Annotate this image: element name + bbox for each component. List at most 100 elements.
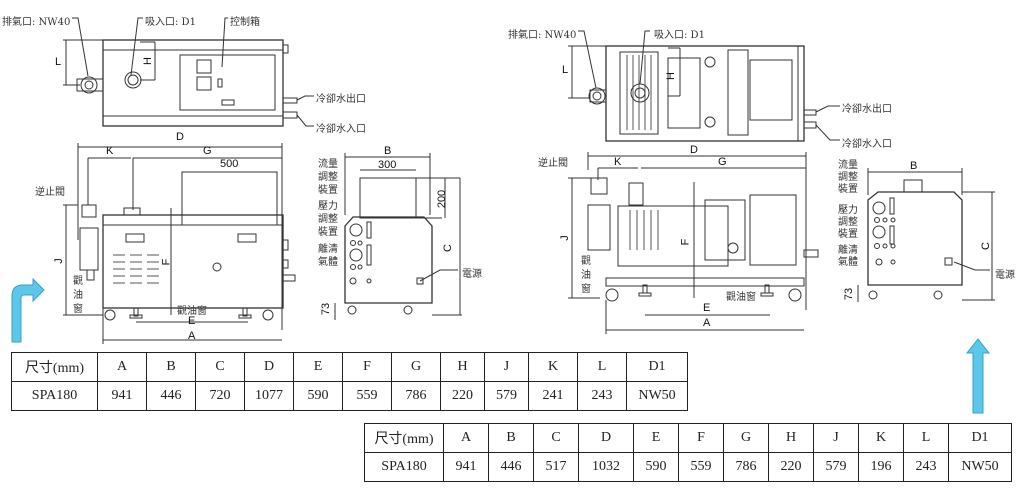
table-cell: 1032	[578, 452, 634, 482]
dim-C: C	[441, 244, 454, 252]
table-cell: D	[578, 423, 634, 453]
table-cell: G	[723, 423, 769, 453]
table-cell: 786	[391, 381, 441, 411]
table-cell: 446	[146, 381, 196, 411]
table-cell: NW50	[948, 452, 1012, 482]
dim-73: 73	[843, 287, 856, 301]
check-valve-label: 逆止閥	[538, 158, 568, 169]
table-cell: 720	[195, 381, 245, 411]
table-cell: 446	[488, 452, 534, 482]
dim-F: F	[679, 238, 692, 246]
table-cell: L	[903, 423, 949, 453]
dim-73: 73	[320, 302, 333, 316]
cooling-water-out-label: 冷卻水出口	[842, 104, 892, 115]
dim-J: J	[558, 235, 571, 241]
table-cell: K	[528, 352, 578, 382]
dim-J: J	[52, 258, 65, 264]
dim-A: A	[703, 317, 711, 329]
dim-K: K	[106, 145, 114, 157]
purge-gas-label: 離清氣體	[318, 244, 338, 268]
pressure-adjust-label: 壓力調整裝置	[318, 201, 338, 238]
flow-adjust-label: 流量調整裝置	[838, 160, 858, 195]
table-cell: K	[858, 423, 904, 453]
table-cell: 220	[768, 452, 814, 482]
table-cell: NW50	[626, 381, 688, 411]
table-cell: 559	[678, 452, 724, 482]
right-front-view	[568, 152, 819, 334]
oil-window-bottom-label: 觀油窗	[726, 292, 756, 303]
dim-H: H	[141, 57, 154, 65]
flow-adjust-label: 流量調整裝置	[318, 159, 338, 196]
dim-500: 500	[220, 158, 239, 170]
table-cell: J	[484, 352, 529, 382]
dim-E: E	[188, 315, 196, 327]
table-cell: L	[577, 352, 627, 382]
table-cell: D1	[626, 352, 688, 382]
dim-B: B	[384, 145, 392, 157]
oil-window-side-label: 觀油窗	[73, 276, 83, 315]
dim-E: E	[703, 302, 711, 314]
table-cell: H	[440, 352, 485, 382]
dimension-table-1: 尺寸(mm) A B C D E F G H J K L D1 SPA180 9…	[11, 352, 688, 411]
left-side-view	[334, 153, 462, 320]
dim-L: L	[55, 56, 62, 68]
table-cell: E	[633, 423, 679, 453]
table-cell: J	[813, 423, 859, 453]
table-cell: SPA180	[11, 381, 98, 411]
table-cell: 517	[533, 452, 579, 482]
table-cell: SPA180	[364, 452, 444, 482]
table-cell: 243	[903, 452, 949, 482]
dim-F: F	[160, 258, 173, 266]
curved-arrow-icon	[11, 277, 45, 343]
left-top-view	[63, 17, 314, 127]
table-cell: 尺寸(mm)	[11, 352, 98, 382]
table-cell: C	[195, 352, 245, 382]
table-cell: F	[678, 423, 724, 453]
table-cell: 941	[443, 452, 489, 482]
table-cell: 786	[723, 452, 769, 482]
table-cell: 590	[293, 381, 343, 411]
cooling-water-in-label: 冷卻水入口	[316, 124, 366, 135]
table-cell: 220	[440, 381, 485, 411]
table-cell: D1	[948, 423, 1012, 453]
table-cell: F	[342, 352, 392, 382]
purge-gas-label: 離清氣體	[838, 245, 858, 268]
dim-L: L	[562, 64, 569, 76]
table-cell: 1077	[244, 381, 294, 411]
table-cell: 243	[577, 381, 627, 411]
control-box-label: 控制箱	[230, 17, 260, 28]
dim-G: G	[718, 156, 727, 168]
power-label: 電源	[995, 270, 1015, 281]
pressure-adjust-label: 壓力調整裝置	[838, 205, 858, 240]
dim-B: B	[910, 160, 918, 172]
table-cell: 559	[342, 381, 392, 411]
right-top-view	[568, 30, 840, 142]
cooling-water-out-label: 冷卻水出口	[316, 94, 366, 105]
table-cell: 590	[633, 452, 679, 482]
table-cell: B	[488, 423, 534, 453]
table-cell: 579	[484, 381, 529, 411]
check-valve-label: 逆止閥	[35, 187, 65, 198]
dim-H: H	[664, 72, 677, 80]
dim-K: K	[614, 156, 622, 168]
cooling-water-in-label: 冷卻水入口	[842, 139, 892, 150]
table-cell: 941	[97, 381, 147, 411]
left-front-view	[63, 143, 296, 344]
table-cell: A	[97, 352, 147, 382]
dim-D: D	[690, 144, 698, 156]
right-side-view	[857, 168, 995, 302]
dim-A: A	[188, 330, 196, 342]
up-arrow-icon	[965, 338, 991, 414]
power-label: 電源	[462, 269, 482, 280]
table-cell: 尺寸(mm)	[364, 423, 444, 453]
table-header-row: 尺寸(mm) A B C D E F G H J K L D1	[364, 423, 1012, 453]
exhaust-port-label: 排氣口: NW40	[508, 30, 577, 41]
dim-G: G	[203, 145, 212, 157]
table-cell: 196	[858, 452, 904, 482]
table-cell: E	[293, 352, 343, 382]
table-cell: 241	[528, 381, 578, 411]
table-cell: C	[533, 423, 579, 453]
table-cell: G	[391, 352, 441, 382]
